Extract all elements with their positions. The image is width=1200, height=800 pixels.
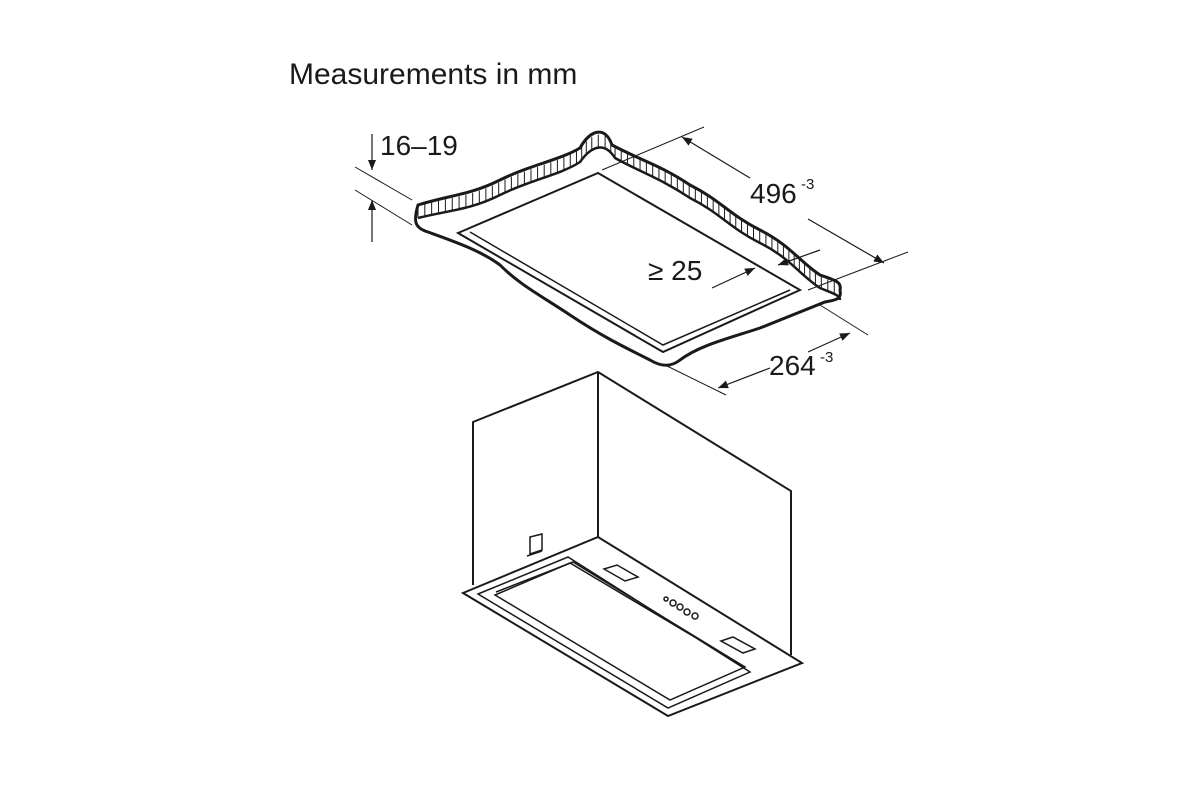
filter-panel — [495, 561, 746, 668]
width-dimension: 496 -3 — [601, 126, 909, 291]
light-front — [602, 564, 640, 582]
edge-distance-dimension: ≥ 25 — [648, 249, 821, 289]
board-top-edge — [417, 146, 842, 301]
depth-label: 264 — [769, 350, 816, 381]
hood-plate — [460, 535, 805, 718]
depth-tolerance: -3 — [820, 349, 833, 366]
depth-dimension: 264 -3 — [664, 304, 869, 396]
cutout-inner — [469, 231, 791, 346]
width-tolerance: -3 — [801, 176, 814, 193]
thickness-dimension: 16–19 — [354, 130, 458, 242]
bracket — [526, 533, 543, 557]
hood-body — [472, 370, 792, 655]
edge-distance-label: ≥ 25 — [648, 255, 702, 286]
cabinet-cutout — [414, 130, 842, 367]
diagram-title: Measurements in mm — [289, 58, 577, 91]
board-edge-hatching — [417, 134, 841, 299]
control-buttons — [663, 596, 699, 620]
thickness-label: 16–19 — [380, 130, 458, 161]
cutout-outer — [455, 171, 803, 354]
filter-frame — [476, 556, 752, 709]
light-back — [719, 636, 757, 654]
range-hood — [460, 370, 805, 718]
width-label: 496 — [750, 178, 797, 209]
board-outline — [414, 130, 842, 367]
